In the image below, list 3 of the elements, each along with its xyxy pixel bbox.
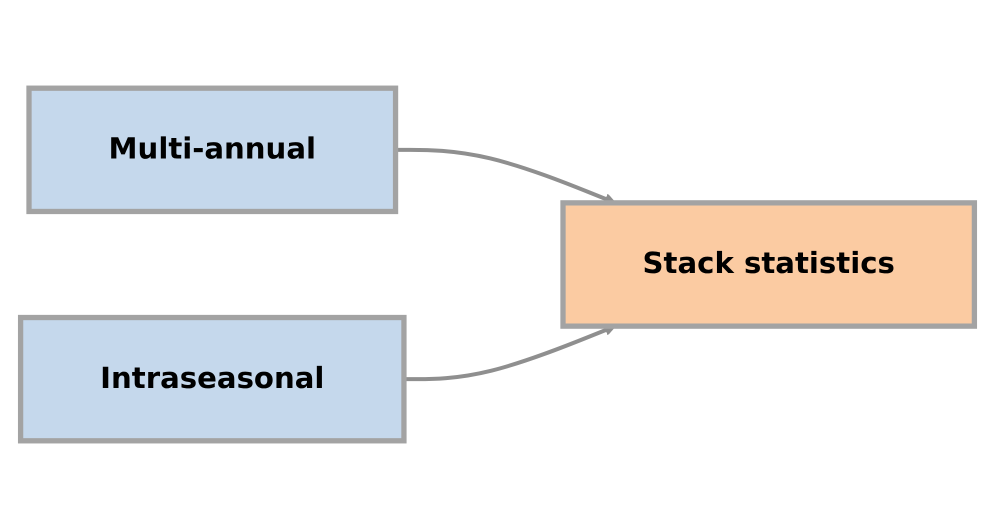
node-box: Stack statistics: [560, 200, 978, 329]
node-box: Multi-annual: [26, 86, 398, 214]
node-box: Intraseasonal: [18, 314, 407, 444]
